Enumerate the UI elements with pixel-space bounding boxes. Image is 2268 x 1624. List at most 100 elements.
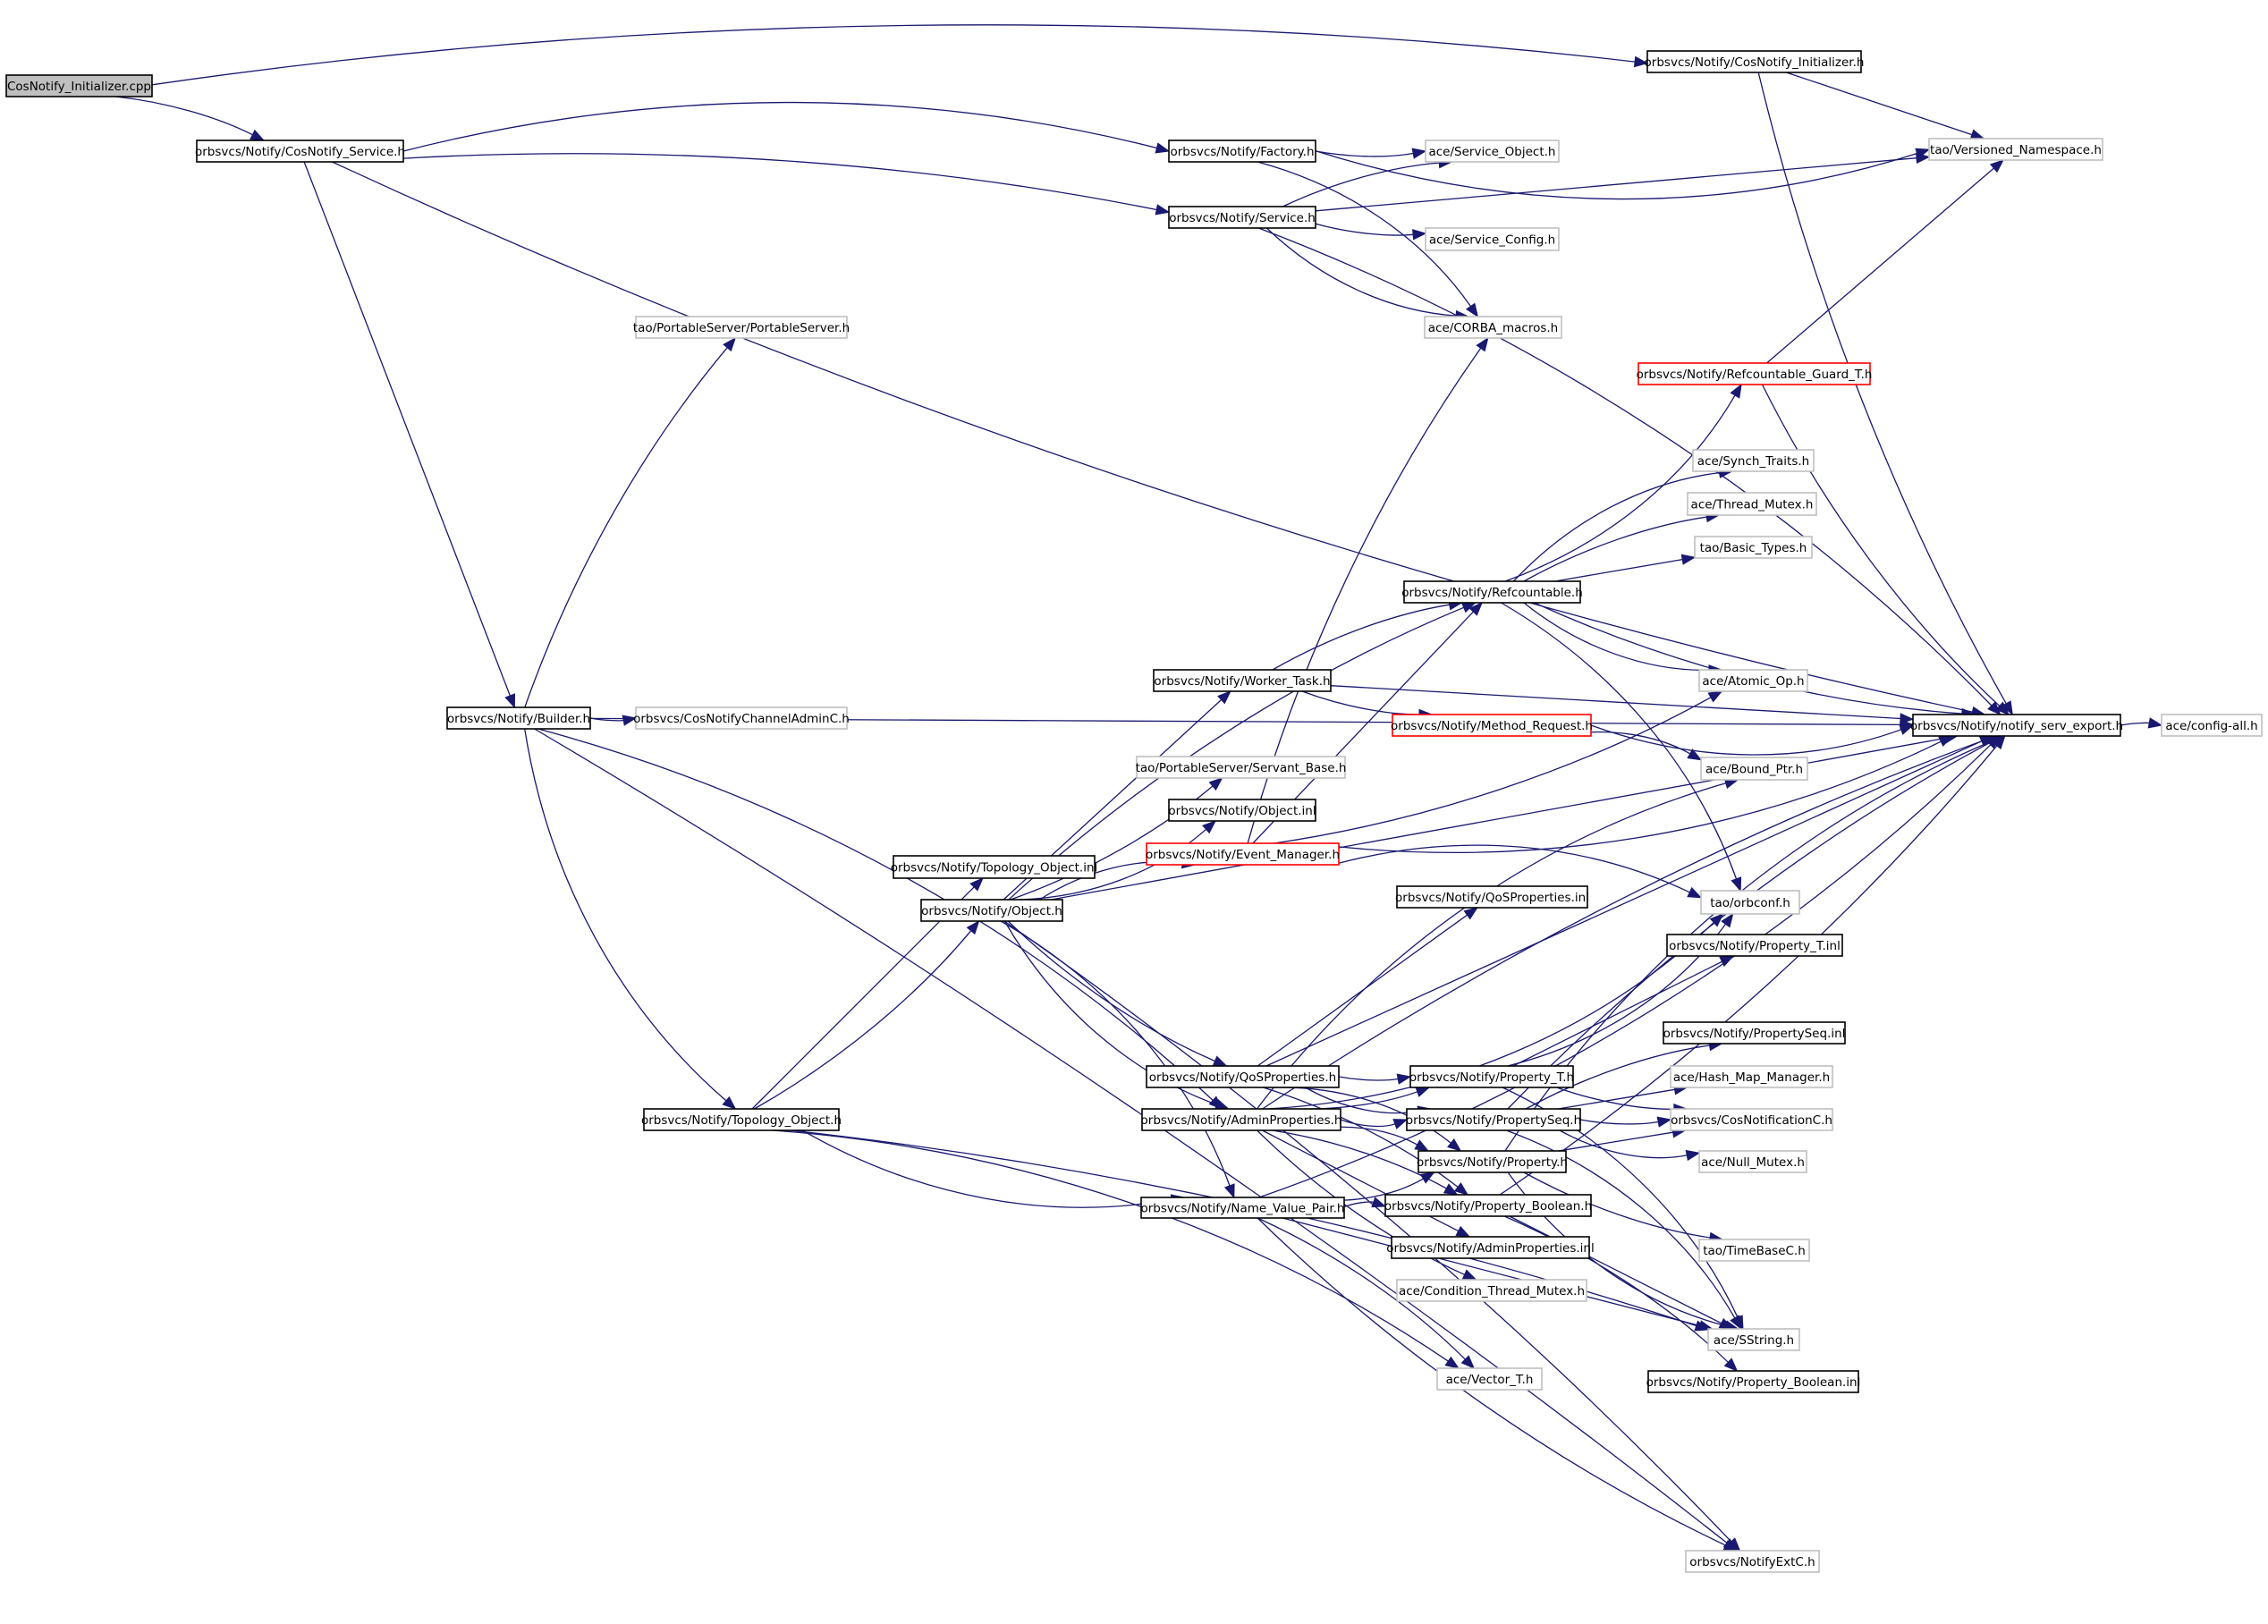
- arrowhead-icon: [1392, 1119, 1409, 1129]
- edge-service-h-to-notify-export-h: [1258, 227, 1993, 706]
- node-object-inl[interactable]: orbsvcs/Notify/Object.inl: [1168, 799, 1316, 822]
- arrowhead-icon: [1730, 1315, 1742, 1331]
- node-property-boolean-h[interactable]: orbsvcs/Notify/Property_Boolean.h: [1384, 1194, 1592, 1217]
- node-name-value-pair-h[interactable]: orbsvcs/Notify/Name_Value_Pair.h: [1140, 1197, 1345, 1219]
- node-notifyextc-h[interactable]: orbsvcs/NotifyExtC.h: [1685, 1550, 1820, 1573]
- edge-object-h-to-refcountable-h: [1008, 606, 1464, 901]
- node-property-h[interactable]: orbsvcs/Notify/Property.h: [1417, 1150, 1568, 1173]
- node-root[interactable]: CosNotify_Initializer.cpp: [5, 74, 153, 97]
- edge-factory-h-to-corba-macros-h: [1257, 161, 1471, 307]
- arrowhead-icon: [1447, 1138, 1462, 1152]
- node-topology-object-h[interactable]: orbsvcs/Notify/Topology_Object.h: [641, 1108, 842, 1131]
- node-hash-map-manager-h[interactable]: ace/Hash_Map_Manager.h: [1670, 1065, 1833, 1088]
- node-box: [5, 74, 153, 97]
- node-cn-service-h[interactable]: orbsvcs/Notify/CosNotify_Service.h: [195, 140, 405, 163]
- edge-object-h-to-notify-export-h: [1051, 737, 1945, 901]
- node-propertyseq-inl[interactable]: orbsvcs/Notify/PropertySeq.inl: [1663, 1021, 1846, 1045]
- node-adminproperties-inl[interactable]: orbsvcs/Notify/AdminProperties.inl: [1386, 1236, 1595, 1259]
- node-cn-init-h[interactable]: orbsvcs/Notify/CosNotify_Initializer.h: [1645, 50, 1865, 73]
- edge-adminproperties-h-to-propertyseq-h: [1340, 1119, 1396, 1128]
- edge-builder-h-to-portableserver-h: [524, 347, 728, 708]
- edge-service-h-to-service-object-h: [1282, 162, 1440, 207]
- edge-cn-service-h-to-factory-h: [402, 101, 1157, 152]
- node-event-manager-h[interactable]: orbsvcs/Notify/Event_Manager.h: [1146, 842, 1340, 866]
- node-label: orbsvcs/Notify/Object.h: [921, 904, 1062, 918]
- node-box: [1698, 1150, 1807, 1173]
- node-label: orbsvcs/Notify/Property_T.h: [1409, 1070, 1574, 1085]
- node-sstring-h[interactable]: ace/SString.h: [1707, 1328, 1800, 1351]
- edge-property-h-to-timebasec-h: [1523, 1171, 1711, 1239]
- node-refcountable-h[interactable]: orbsvcs/Notify/Refcountable.h: [1401, 580, 1583, 604]
- node-basic-types-h[interactable]: tao/Basic_Types.h: [1694, 536, 1813, 559]
- node-timebasec-h[interactable]: tao/TimeBaseC.h: [1698, 1239, 1810, 1262]
- node-condition-thread-mutex-h[interactable]: ace/Condition_Thread_Mutex.h: [1396, 1279, 1587, 1302]
- node-box: [1403, 580, 1581, 604]
- node-label: ace/Null_Mutex.h: [1701, 1155, 1805, 1170]
- edge-name-value-pair-h-to-property-boolean-h: [1343, 1201, 1375, 1208]
- node-corba-macros-h[interactable]: ace/CORBA_macros.h: [1424, 316, 1562, 339]
- node-propertyseq-h[interactable]: orbsvcs/Notify/PropertySeq.h: [1406, 1108, 1581, 1131]
- node-notify-export-h[interactable]: orbsvcs/Notify/notify_serv_export.h: [1910, 714, 2123, 737]
- node-builder-h[interactable]: orbsvcs/Notify/Builder.h: [446, 706, 591, 730]
- arrowhead-icon: [250, 129, 266, 141]
- edge-factory-h-to-versioned-ns-h: [1315, 150, 1917, 200]
- edge-adminproperties-h-to-adminproperties-inl: [1262, 1129, 1459, 1232]
- node-service-config-h[interactable]: ace/Service_Config.h: [1425, 227, 1560, 251]
- arrowhead-icon: [1721, 912, 1734, 928]
- arrowhead-icon: [1419, 1171, 1435, 1184]
- node-method-request-h[interactable]: orbsvcs/Notify/Method_Request.h: [1391, 714, 1593, 737]
- node-synch-traits-h[interactable]: ace/Synch_Traits.h: [1692, 449, 1815, 472]
- arrowhead-icon: [504, 693, 516, 709]
- node-cosnotificationc-h[interactable]: orbsvcs/CosNotificationC.h: [1670, 1108, 1833, 1131]
- node-service-object-h[interactable]: ace/Service_Object.h: [1425, 140, 1560, 163]
- arrowhead-icon: [1453, 1182, 1469, 1196]
- edges-layer: [115, 24, 2163, 1552]
- node-topology-object-inl[interactable]: orbsvcs/Notify/Topology_Object.inl: [891, 855, 1098, 879]
- node-adminproperties-h[interactable]: orbsvcs/Notify/AdminProperties.h: [1141, 1108, 1342, 1131]
- node-orbconf-h[interactable]: tao/orbconf.h: [1700, 890, 1800, 915]
- arrowhead-icon: [723, 336, 737, 352]
- node-box: [1141, 1108, 1341, 1131]
- node-worker-task-h[interactable]: orbsvcs/Notify/Worker_Task.h: [1153, 669, 1332, 692]
- node-versioned-ns-h[interactable]: tao/Versioned_Namespace.h: [1928, 138, 2103, 161]
- node-property-t-inl[interactable]: orbsvcs/Notify/Property_T.inl: [1666, 934, 1843, 957]
- arrowhead-icon: [622, 715, 638, 726]
- node-vector-t-h[interactable]: ace/Vector_T.h: [1436, 1367, 1543, 1391]
- edge-cn-service-h-to-notify-export-h: [332, 161, 1973, 713]
- node-thread-mutex-h[interactable]: ace/Thread_Mutex.h: [1687, 492, 1817, 516]
- node-label: orbsvcs/Notify/notify_serv_export.h: [1910, 719, 2123, 733]
- node-qosproperties-inl[interactable]: orbsvcs/Notify/QoSProperties.inl: [1395, 885, 1589, 909]
- node-null-mutex-h[interactable]: ace/Null_Mutex.h: [1698, 1150, 1807, 1173]
- node-label: ace/Atomic_Op.h: [1702, 674, 1804, 689]
- arrowhead-icon: [1444, 1356, 1460, 1369]
- node-property-t-h[interactable]: orbsvcs/Notify/Property_T.h: [1409, 1065, 1574, 1088]
- node-label: orbsvcs/Notify/QoSProperties.inl: [1395, 891, 1589, 905]
- arrowhead-icon: [1468, 602, 1484, 616]
- node-refguard-h[interactable]: orbsvcs/Notify/Refcountable_Guard_T.h: [1637, 362, 1873, 385]
- node-service-h[interactable]: orbsvcs/Notify/Service.h: [1168, 206, 1316, 229]
- node-object-h[interactable]: orbsvcs/Notify/Object.h: [920, 899, 1063, 922]
- node-box: [1384, 1194, 1592, 1217]
- node-atomic-op-h[interactable]: ace/Atomic_Op.h: [1698, 669, 1808, 692]
- node-box: [1391, 1236, 1590, 1259]
- arrowhead-icon: [1992, 734, 2006, 750]
- node-factory-h[interactable]: orbsvcs/Notify/Factory.h: [1168, 140, 1316, 163]
- node-box: [1168, 206, 1316, 229]
- arrowhead-icon: [1707, 690, 1723, 703]
- node-property-boolean-inl[interactable]: orbsvcs/Notify/Property_Boolean.inl: [1646, 1370, 1861, 1393]
- node-label: orbsvcs/Notify/Event_Manager.h: [1146, 848, 1340, 862]
- edge-refcountable-h-to-basic-types-h: [1554, 558, 1683, 582]
- edge-object-h-to-adminproperties-h: [1003, 920, 1217, 1105]
- node-channeladminc-h[interactable]: orbsvcs/CosNotifyChannelAdminC.h: [633, 706, 850, 730]
- node-label: tao/Basic_Types.h: [1700, 541, 1807, 555]
- node-servant-base-h[interactable]: tao/PortableServer/Servant_Base.h: [1136, 756, 1347, 779]
- arrowhead-icon: [1217, 690, 1231, 705]
- node-config-all-h[interactable]: ace/config-all.h: [2161, 714, 2263, 737]
- node-portableserver-h[interactable]: tao/PortableServer/PortableServer.h: [633, 316, 850, 339]
- node-label: orbsvcs/Notify/Service.h: [1169, 211, 1316, 225]
- node-qosproperties-h[interactable]: orbsvcs/Notify/QoSProperties.h: [1146, 1065, 1340, 1088]
- node-bound-ptr-h[interactable]: ace/Bound_Ptr.h: [1700, 757, 1808, 781]
- node-box: [1663, 1021, 1846, 1045]
- edge-cn-init-h-to-notify-export-h: [1757, 72, 2007, 705]
